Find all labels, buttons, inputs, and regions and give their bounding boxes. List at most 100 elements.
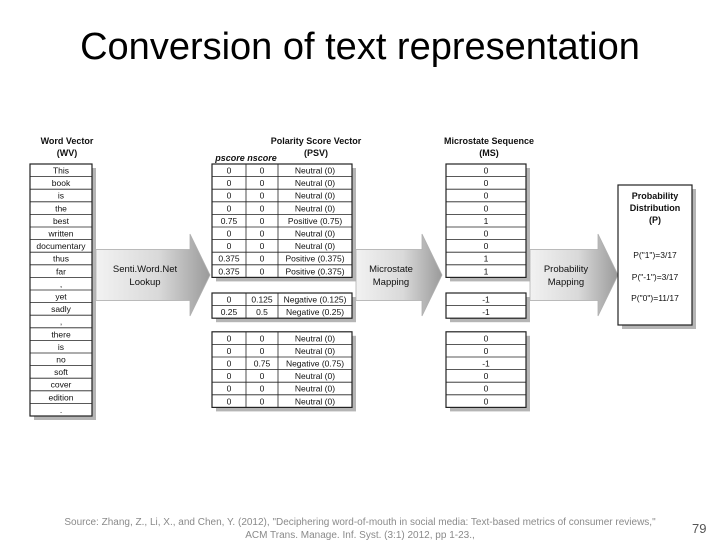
source-citation: Source: Zhang, Z., Li, X., and Chen, Y. … xyxy=(40,516,680,542)
psv-polarity-cell: Neutral (0) xyxy=(295,396,335,406)
psv-pscore-cell: 0 xyxy=(227,203,232,213)
ms-state-cell: 1 xyxy=(484,266,489,276)
wv-word-cell: book xyxy=(52,178,71,188)
source-line-1: Source: Zhang, Z., Li, X., and Chen, Y. … xyxy=(64,517,656,528)
wv-word-cell: cover xyxy=(51,380,72,390)
psv-nscore-cell: 0 xyxy=(260,203,265,213)
psv-polarity-cell: Neutral (0) xyxy=(295,166,335,176)
wv-word-cell: edition xyxy=(48,392,73,402)
prob-header-line1: Probability xyxy=(632,191,679,201)
psv-polarity-cell: Neutral (0) xyxy=(295,384,335,394)
sentiwordnet-lookup-arrow xyxy=(95,233,211,317)
psv-polarity-cell: Neutral (0) xyxy=(295,346,335,356)
wv-word-cell: is xyxy=(58,191,64,201)
ms-header-title: Microstate Sequence xyxy=(444,136,534,146)
microstate-mapping-arrow-label-line2: Mapping xyxy=(373,277,409,288)
prob-value: P("-1")=3/17 xyxy=(632,272,679,282)
wv-word-cell: . xyxy=(60,405,62,415)
ms-state-cell: -1 xyxy=(482,307,490,317)
psv-nscore-cell: 0.75 xyxy=(254,359,271,369)
psv-pscore-cell: 0 xyxy=(227,371,232,381)
psv-nscore-cell: 0 xyxy=(260,333,265,343)
ms-state-cell: 0 xyxy=(484,396,489,406)
psv-col-pscore-label: pscore xyxy=(214,153,245,163)
psv-nscore-cell: 0 xyxy=(260,254,265,264)
psv-polarity-cell: Negative (0.125) xyxy=(284,295,347,305)
wv-word-cell: thus xyxy=(53,254,69,264)
psv-polarity-cell: Neutral (0) xyxy=(295,241,335,251)
wv-word-cell: soft xyxy=(54,367,68,377)
psv-nscore-cell: 0 xyxy=(260,396,265,406)
microstate-mapping-arrow-label-line1: Microstate xyxy=(369,264,413,275)
psv-polarity-cell: Neutral (0) xyxy=(295,371,335,381)
ms-group-frame xyxy=(445,163,527,279)
wv-word-cell: no xyxy=(56,355,66,365)
prob-header-line3: (P) xyxy=(649,215,661,225)
psv-nscore-cell: 0 xyxy=(260,229,265,239)
psv-polarity-cell: Neutral (0) xyxy=(295,229,335,239)
psv-pscore-cell: 0 xyxy=(227,333,232,343)
psv-pscore-cell: 0 xyxy=(227,359,232,369)
ms-header-abbr: (MS) xyxy=(479,148,499,158)
wv-word-cell: yet xyxy=(55,292,67,302)
psv-nscore-cell: 0 xyxy=(260,371,265,381)
source-line-2: ACM Trans. Manage. Inf. Syst. (3:1) 2012… xyxy=(245,530,475,541)
psv-pscore-cell: 0 xyxy=(227,384,232,394)
ms-state-cell: 1 xyxy=(484,254,489,264)
psv-polarity-cell: Positive (0.75) xyxy=(288,216,342,226)
psv-polarity-cell: Positive (0.375) xyxy=(285,254,344,264)
prob-box-frame xyxy=(617,184,693,326)
ms-state-cell: -1 xyxy=(482,295,490,305)
probability-mapping-arrow xyxy=(529,233,619,317)
psv-nscore-cell: 0 xyxy=(260,216,265,226)
ms-state-cell: 1 xyxy=(484,216,489,226)
psv-nscore-cell: 0 xyxy=(260,191,265,201)
psv-polarity-cell: Neutral (0) xyxy=(295,178,335,188)
sentiwordnet-lookup-arrow-label-line2: Lookup xyxy=(129,277,160,288)
psv-nscore-cell: 0 xyxy=(260,178,265,188)
ms-state-cell: 0 xyxy=(484,384,489,394)
ms-state-cell: 0 xyxy=(484,178,489,188)
ms-state-cell: 0 xyxy=(484,346,489,356)
page-number: 79 xyxy=(692,521,707,536)
psv-polarity-cell: Neutral (0) xyxy=(295,191,335,201)
wv-word-cell: written xyxy=(47,229,73,239)
psv-nscore-cell: 0 xyxy=(260,266,265,276)
psv-header-title: Polarity Score Vector xyxy=(271,136,362,146)
ms-state-cell: 0 xyxy=(484,229,489,239)
sentiwordnet-lookup-arrow-label-line1: Senti.Word.Net xyxy=(113,264,178,275)
psv-pscore-cell: 0 xyxy=(227,178,232,188)
wv-word-cell: documentary xyxy=(36,241,86,251)
wv-word-cell: the xyxy=(55,203,67,213)
probability-mapping-arrow-label-line2: Mapping xyxy=(548,277,584,288)
slide-title: Conversion of text representation xyxy=(80,26,640,68)
ms-state-cell: 0 xyxy=(484,333,489,343)
wv-word-cell: sadly xyxy=(51,304,72,314)
ms-state-cell: 0 xyxy=(484,203,489,213)
psv-col-nscore-label: nscore xyxy=(247,153,277,163)
psv-polarity-cell: Negative (0.25) xyxy=(286,307,344,317)
probability-mapping-arrow-label-line1: Probability xyxy=(544,264,589,275)
psv-nscore-cell: 0 xyxy=(260,241,265,251)
ms-state-cell: 0 xyxy=(484,191,489,201)
psv-pscore-cell: 0.375 xyxy=(218,254,240,264)
psv-nscore-cell: 0.5 xyxy=(256,307,268,317)
microstate-mapping-arrow xyxy=(355,233,443,317)
psv-pscore-cell: 0 xyxy=(227,229,232,239)
wv-word-cell: This xyxy=(53,166,69,176)
psv-pscore-cell: 0 xyxy=(227,346,232,356)
psv-nscore-cell: 0 xyxy=(260,166,265,176)
psv-pscore-cell: 0.25 xyxy=(221,307,238,317)
prob-value: P("0")=11/17 xyxy=(631,293,679,303)
wv-word-cell: far xyxy=(56,266,66,276)
psv-polarity-cell: Positive (0.375) xyxy=(285,266,344,276)
prob-header-line2: Distribution xyxy=(630,203,681,213)
psv-polarity-cell: Neutral (0) xyxy=(295,333,335,343)
wv-header-title: Word Vector xyxy=(41,136,94,146)
psv-nscore-cell: 0 xyxy=(260,384,265,394)
psv-pscore-cell: 0 xyxy=(227,166,232,176)
psv-header-abbr: (PSV) xyxy=(304,148,328,158)
ms-state-cell: 0 xyxy=(484,371,489,381)
